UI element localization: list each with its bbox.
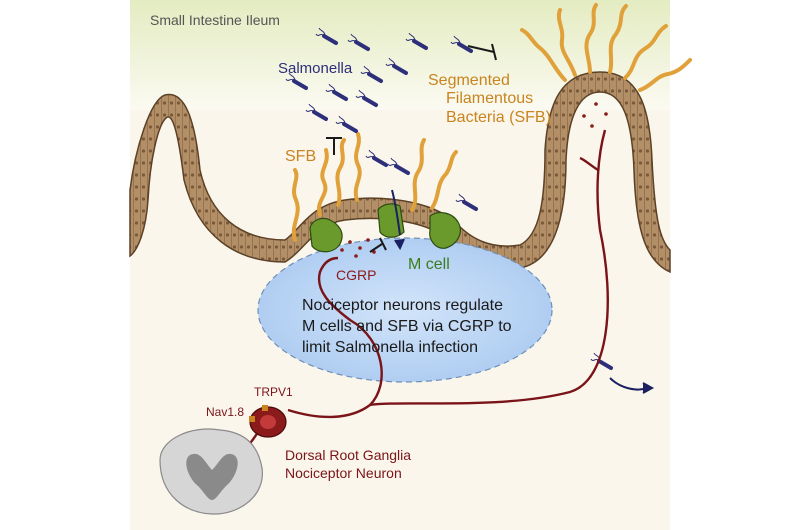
sfb-long-line-3: Bacteria (SFB)	[446, 108, 551, 126]
trpv1-label: TRPV1	[254, 385, 293, 399]
sfb-short-label: SFB	[285, 148, 317, 165]
peyers-patch	[257, 237, 553, 383]
sfb-filaments-villus	[520, 3, 692, 92]
nav18-label: Nav1.8	[206, 405, 245, 419]
cgrp-label: CGRP	[336, 267, 377, 283]
m-cell-label: M cell	[408, 256, 450, 273]
drg-label: Dorsal Root Ganglia Nociceptor Neuron	[285, 446, 411, 482]
diagram-title: Small Intestine Ileum	[150, 12, 280, 28]
arrow-icon	[391, 189, 655, 394]
caption-line-2: M cells and SFB via CGRP to	[302, 317, 512, 335]
drg-line-1: Dorsal Root Ganglia	[285, 447, 412, 463]
caption-line-3: limit Salmonella infection	[302, 338, 479, 356]
drg-neuron-icon	[249, 405, 287, 438]
sfb-long-label: Segmented Filamentous Bacteria (SFB)	[428, 72, 551, 127]
drg-line-2: Nociceptor Neuron	[285, 465, 402, 482]
sfb-long-line-2: Filamentous	[446, 90, 534, 108]
intestinal-epithelium	[129, 71, 671, 274]
spinal-cord-icon	[159, 428, 263, 515]
salmonella-label: Salmonella	[278, 60, 353, 77]
sfb-filaments-dome	[291, 132, 458, 242]
caption-line-1: Nociceptor neurons regulate	[302, 297, 504, 314]
caption: Nociceptor neurons regulate M cells and …	[302, 296, 512, 358]
lumen-background	[130, 0, 670, 110]
sfb-long-line-1: Segmented	[428, 72, 510, 89]
inhibition-bar-icon	[326, 43, 497, 253]
